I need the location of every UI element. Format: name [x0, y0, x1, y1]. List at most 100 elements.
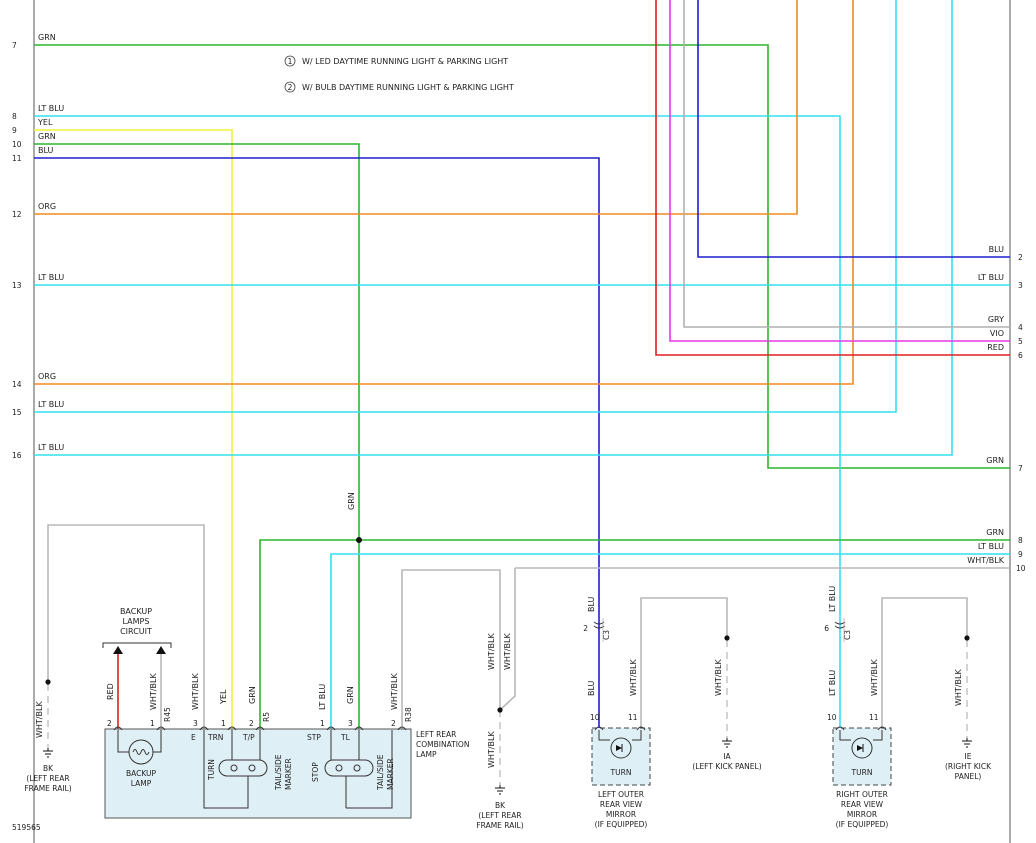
svg-text:TAIL/SIDE: TAIL/SIDE [376, 754, 385, 791]
svg-text:BLU: BLU [989, 245, 1005, 254]
svg-text:R5: R5 [262, 712, 271, 722]
svg-text:YEL: YEL [219, 689, 228, 705]
svg-text:GRN: GRN [986, 456, 1004, 465]
svg-text:2: 2 [1018, 253, 1023, 262]
svg-text:WHT/BLK: WHT/BLK [35, 701, 44, 738]
svg-text:LT BLU: LT BLU [38, 400, 64, 409]
svg-text:8: 8 [12, 112, 17, 121]
svg-text:MARKER: MARKER [386, 758, 395, 790]
wire-yel-9 [34, 129, 233, 730]
svg-text:TAIL/SIDE: TAIL/SIDE [274, 754, 283, 791]
svg-text:7: 7 [12, 41, 17, 50]
svg-text:10: 10 [827, 713, 837, 722]
svg-text:1: 1 [150, 719, 155, 728]
wire-wht-right-mirror [881, 597, 968, 730]
svg-text:BLU: BLU [587, 680, 596, 696]
svg-text:WHT/BLK: WHT/BLK [390, 673, 399, 710]
svg-text:RED: RED [106, 683, 115, 700]
svg-text:E: E [191, 733, 196, 742]
svg-text:GRN: GRN [347, 492, 356, 510]
wire-ltblu-16 [34, 0, 953, 456]
ground-wires [47, 640, 968, 785]
svg-text:GRN: GRN [986, 528, 1004, 537]
svg-text:BLU: BLU [38, 146, 54, 155]
svg-text:WHT/BLK: WHT/BLK [191, 673, 200, 710]
combination-lamp: 2 1 3 1 2 1 3 2 R45 R5 R38 E TRN T/P STP… [104, 707, 469, 819]
ground-labels: BK (LEFT REAR FRAME RAIL) BK (LEFT REAR … [24, 752, 992, 830]
svg-text:WHT/BLK: WHT/BLK [629, 659, 638, 696]
svg-text:12: 12 [12, 210, 22, 219]
wire-ltblu-9 [330, 553, 1010, 730]
right-wire-labels: BLU 2 LT BLU 3 GRY 4 VIO 5 RED 6 GRN 7 G… [967, 245, 1025, 573]
svg-text:STOP: STOP [311, 762, 320, 782]
svg-text:BLU: BLU [587, 596, 596, 612]
svg-text:WHT/BLK: WHT/BLK [967, 556, 1004, 565]
svg-text:WHT/BLK: WHT/BLK [487, 731, 496, 768]
wire-grn-10 [34, 143, 360, 730]
svg-text:YEL: YEL [37, 118, 53, 127]
svg-text:11: 11 [869, 713, 879, 722]
svg-text:FRAME RAIL): FRAME RAIL) [24, 784, 71, 793]
splice-dot [356, 537, 362, 543]
svg-text:WHT/BLK: WHT/BLK [487, 633, 496, 670]
wire-wht-r38 [401, 569, 501, 730]
svg-text:WHT/BLK: WHT/BLK [870, 659, 879, 696]
right-mirror: 10 11 TURN RIGHT OUTER REAR VIEW MIRROR … [827, 713, 892, 829]
svg-text:4: 4 [1018, 323, 1023, 332]
svg-text:WHT/BLK: WHT/BLK [149, 673, 158, 710]
svg-text:LT BLU: LT BLU [978, 273, 1004, 282]
svg-text:WHT/BLK: WHT/BLK [503, 633, 512, 670]
svg-text:REAR VIEW: REAR VIEW [600, 800, 643, 809]
svg-text:2: 2 [249, 719, 254, 728]
svg-text:3: 3 [348, 719, 353, 728]
svg-text:15: 15 [12, 408, 22, 417]
svg-text:LEFT REAR: LEFT REAR [416, 730, 456, 739]
svg-text:RIGHT OUTER: RIGHT OUTER [836, 790, 888, 799]
svg-text:2: 2 [391, 719, 396, 728]
svg-text:BACKUP: BACKUP [126, 769, 157, 778]
backup-lamps-circuit: BACKUP LAMPS CIRCUIT [102, 607, 172, 730]
svg-text:LT BLU: LT BLU [318, 684, 327, 710]
svg-text:GRY: GRY [988, 315, 1004, 324]
svg-text:16: 16 [12, 451, 22, 460]
svg-text:10: 10 [12, 140, 22, 149]
svg-text:COMBINATION: COMBINATION [416, 740, 469, 749]
svg-text:9: 9 [1018, 550, 1023, 559]
note1-marker: 1 [288, 57, 293, 66]
wire-wht-10-drop [499, 568, 516, 711]
svg-text:2: 2 [583, 624, 588, 633]
svg-text:(IF EQUIPPED): (IF EQUIPPED) [595, 820, 648, 829]
wire-ltblu-8 [34, 115, 841, 730]
svg-text:R45: R45 [163, 707, 172, 722]
svg-text:FRAME RAIL): FRAME RAIL) [476, 821, 523, 830]
svg-text:TURN: TURN [851, 768, 873, 777]
svg-text:MARKER: MARKER [284, 758, 293, 790]
svg-text:(LEFT REAR: (LEFT REAR [478, 811, 521, 820]
wire-blu-2 [697, 0, 1010, 258]
svg-text:IE: IE [965, 752, 972, 761]
svg-text:GRN: GRN [38, 33, 56, 42]
svg-text:14: 14 [12, 380, 22, 389]
svg-text:WHT/BLK: WHT/BLK [954, 669, 963, 706]
figure-id: 519565 [12, 823, 41, 832]
svg-text:STP: STP [307, 733, 321, 742]
svg-text:IA: IA [723, 752, 731, 761]
svg-text:5: 5 [1018, 337, 1023, 346]
svg-text:13: 13 [12, 281, 22, 290]
svg-text:LT BLU: LT BLU [38, 273, 64, 282]
svg-text:BK: BK [495, 801, 506, 810]
svg-text:6: 6 [1018, 351, 1023, 360]
svg-text:CIRCUIT: CIRCUIT [120, 627, 152, 636]
svg-text:R38: R38 [404, 707, 413, 722]
svg-text:MIRROR: MIRROR [847, 810, 877, 819]
svg-text:MIRROR: MIRROR [606, 810, 636, 819]
svg-text:RED: RED [987, 343, 1004, 352]
svg-text:6: 6 [824, 624, 829, 633]
svg-text:10: 10 [1016, 564, 1026, 573]
svg-text:LAMPS: LAMPS [123, 617, 150, 626]
left-wire-labels: 7 GRN 8 LT BLU 9 YEL 10 GRN 11 BLU 12 OR… [12, 33, 64, 460]
svg-text:PANEL): PANEL) [955, 772, 982, 781]
vertical-labels: GRN BLU BLU LT BLU LT BLU WHT/BLK RED WH… [35, 492, 963, 768]
svg-text:BK: BK [43, 764, 54, 773]
